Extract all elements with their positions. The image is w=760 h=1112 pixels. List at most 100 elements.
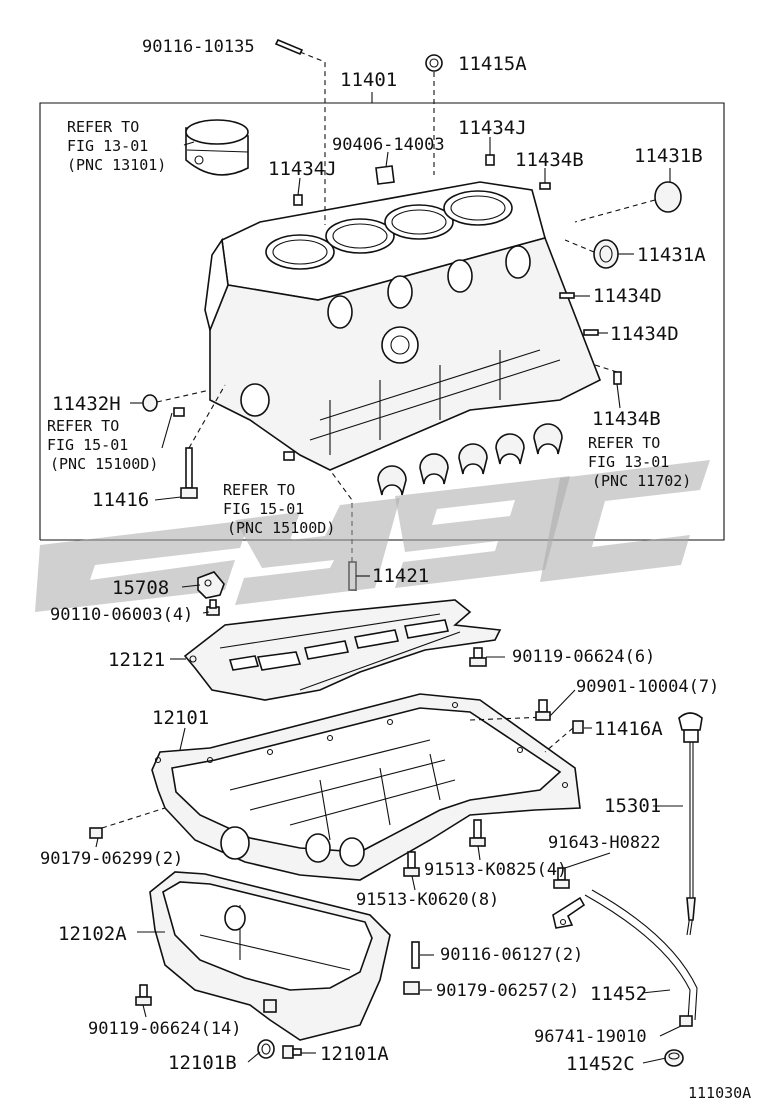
leader-11431A [564,239,595,253]
label-12102A: 12102A [58,923,127,945]
plug-11432H [142,394,158,412]
label-11401: 11401 [340,69,397,91]
label-refer-bearing-2: FIG 13-01 [588,453,669,471]
label-refer-15-b-3: (PNC 15100D) [227,519,335,537]
label-11416: 11416 [92,489,149,511]
bolt-90901-10004 [535,699,551,721]
label-91643-H0822: 91643-H0822 [548,833,661,853]
pin-11434D-b [583,329,599,336]
label-90406-14003: 90406-14003 [332,135,445,155]
label-11434J-left: 11434J [268,158,337,180]
label-90901-10004: 90901-10004(7) [576,677,719,697]
label-11432H: 11432H [52,393,121,415]
label-11434D-b: 11434D [610,323,679,345]
label-refer-15-a-1: REFER TO [47,417,119,435]
plug-11416A [572,720,584,734]
label-12101B: 12101B [168,1052,237,1074]
label-15708: 15708 [112,577,169,599]
label-refer-15-a-2: FIG 15-01 [47,436,128,454]
leader-90179-06299 [101,807,166,829]
bolt-11416 [180,447,198,499]
oil-baffle-12121 [183,599,502,701]
pin-11434J-left [293,194,303,206]
plug-11431B [654,181,682,213]
plug-90179-06299 [89,827,103,839]
label-91513-K0825: 91513-K0825(4) [424,860,567,880]
label-96741-19010: 96741-19010 [534,1027,647,1047]
seal-11431A [593,239,619,269]
pin-15100D-b [283,451,295,461]
label-refer-piston-1: REFER TO [67,118,139,136]
leaders [95,137,683,1064]
plug-11415A [425,54,443,72]
pin-15100D-a [173,407,185,417]
pin-11434J-right [485,154,495,166]
gasket-12101B [257,1039,275,1059]
label-11434D-a: 11434D [593,285,662,307]
label-11421: 11421 [372,565,429,587]
label-refer-piston-3: (PNC 13101) [67,156,166,174]
stud-90116-06127 [411,941,420,969]
label-90119-06624-6: 90119-06624(6) [512,647,655,667]
sleeve-90406-14003 [375,165,395,185]
label-refer-bearing-3: (PNC 11702) [592,472,691,490]
figure-code: 111030A [688,1084,751,1102]
piston-reference [185,119,249,176]
label-11431A: 11431A [637,244,706,266]
guide-11452 [552,889,698,1021]
label-refer-15-a-3: (PNC 15100D) [50,455,158,473]
label-12101: 12101 [152,707,209,729]
label-90179-06299: 90179-06299(2) [40,849,183,869]
leader-90901-10004 [469,716,548,721]
oil-pan-12102A [149,871,391,1041]
bolt-91513-K0825 [469,819,486,847]
bolt-90119-06624-14 [135,984,152,1006]
leader-11432H [156,389,211,403]
stud-90116-10135 [274,38,304,56]
label-90119-06624-14: 90119-06624(14) [88,1019,242,1039]
label-11452: 11452 [590,983,647,1005]
label-90110-06003: 90110-06003(4) [50,605,193,625]
label-90179-06257: 90179-06257(2) [436,981,579,1001]
watermark [35,460,710,612]
label-refer-piston-2: FIG 13-01 [67,137,148,155]
o-ring-96741-19010 [679,1015,693,1027]
leader-11416A [544,727,574,753]
dipstick-15301 [678,712,703,936]
label-91513-K0620: 91513-K0620(8) [356,890,499,910]
leader-11431B [574,199,656,223]
label-refer-15-b-2: FIG 15-01 [223,500,304,518]
label-11434B-top: 11434B [515,149,584,171]
label-12121: 12121 [108,649,165,671]
leader-11434B-b [594,364,618,373]
label-11452C: 11452C [566,1053,635,1075]
pin-11434D-a [559,292,575,299]
cylinder-block [204,181,602,471]
bolt-91513-K0620 [403,851,420,877]
label-11431B: 11431B [634,145,703,167]
oil-pan-12101 [151,693,581,881]
leader-90116-10135 [299,51,326,225]
pin-11434B-right [613,371,622,385]
bolt-91643-H0822 [553,867,570,889]
bolt-90110-06003 [206,599,220,616]
pin-11434B-top [539,182,551,190]
label-12101A: 12101A [320,1043,389,1065]
label-15301: 15301 [604,795,661,817]
label-11415A: 11415A [458,53,527,75]
label-11434B-right: 11434B [592,408,661,430]
label-90116-06127: 90116-06127(2) [440,945,583,965]
bolt-90119-06624-6 [469,647,487,667]
cap-11452C [664,1049,684,1067]
main-bearings [377,423,563,496]
nut-90179-06257 [403,981,420,995]
leader-11416 [188,384,226,449]
label-90116-10135: 90116-10135 [142,37,255,57]
label-refer-bearing-1: REFER TO [588,434,660,452]
label-refer-15-b-1: REFER TO [223,481,295,499]
bracket-15708 [197,571,225,599]
label-11416A: 11416A [594,718,663,740]
label-11434J-right: 11434J [458,117,527,139]
